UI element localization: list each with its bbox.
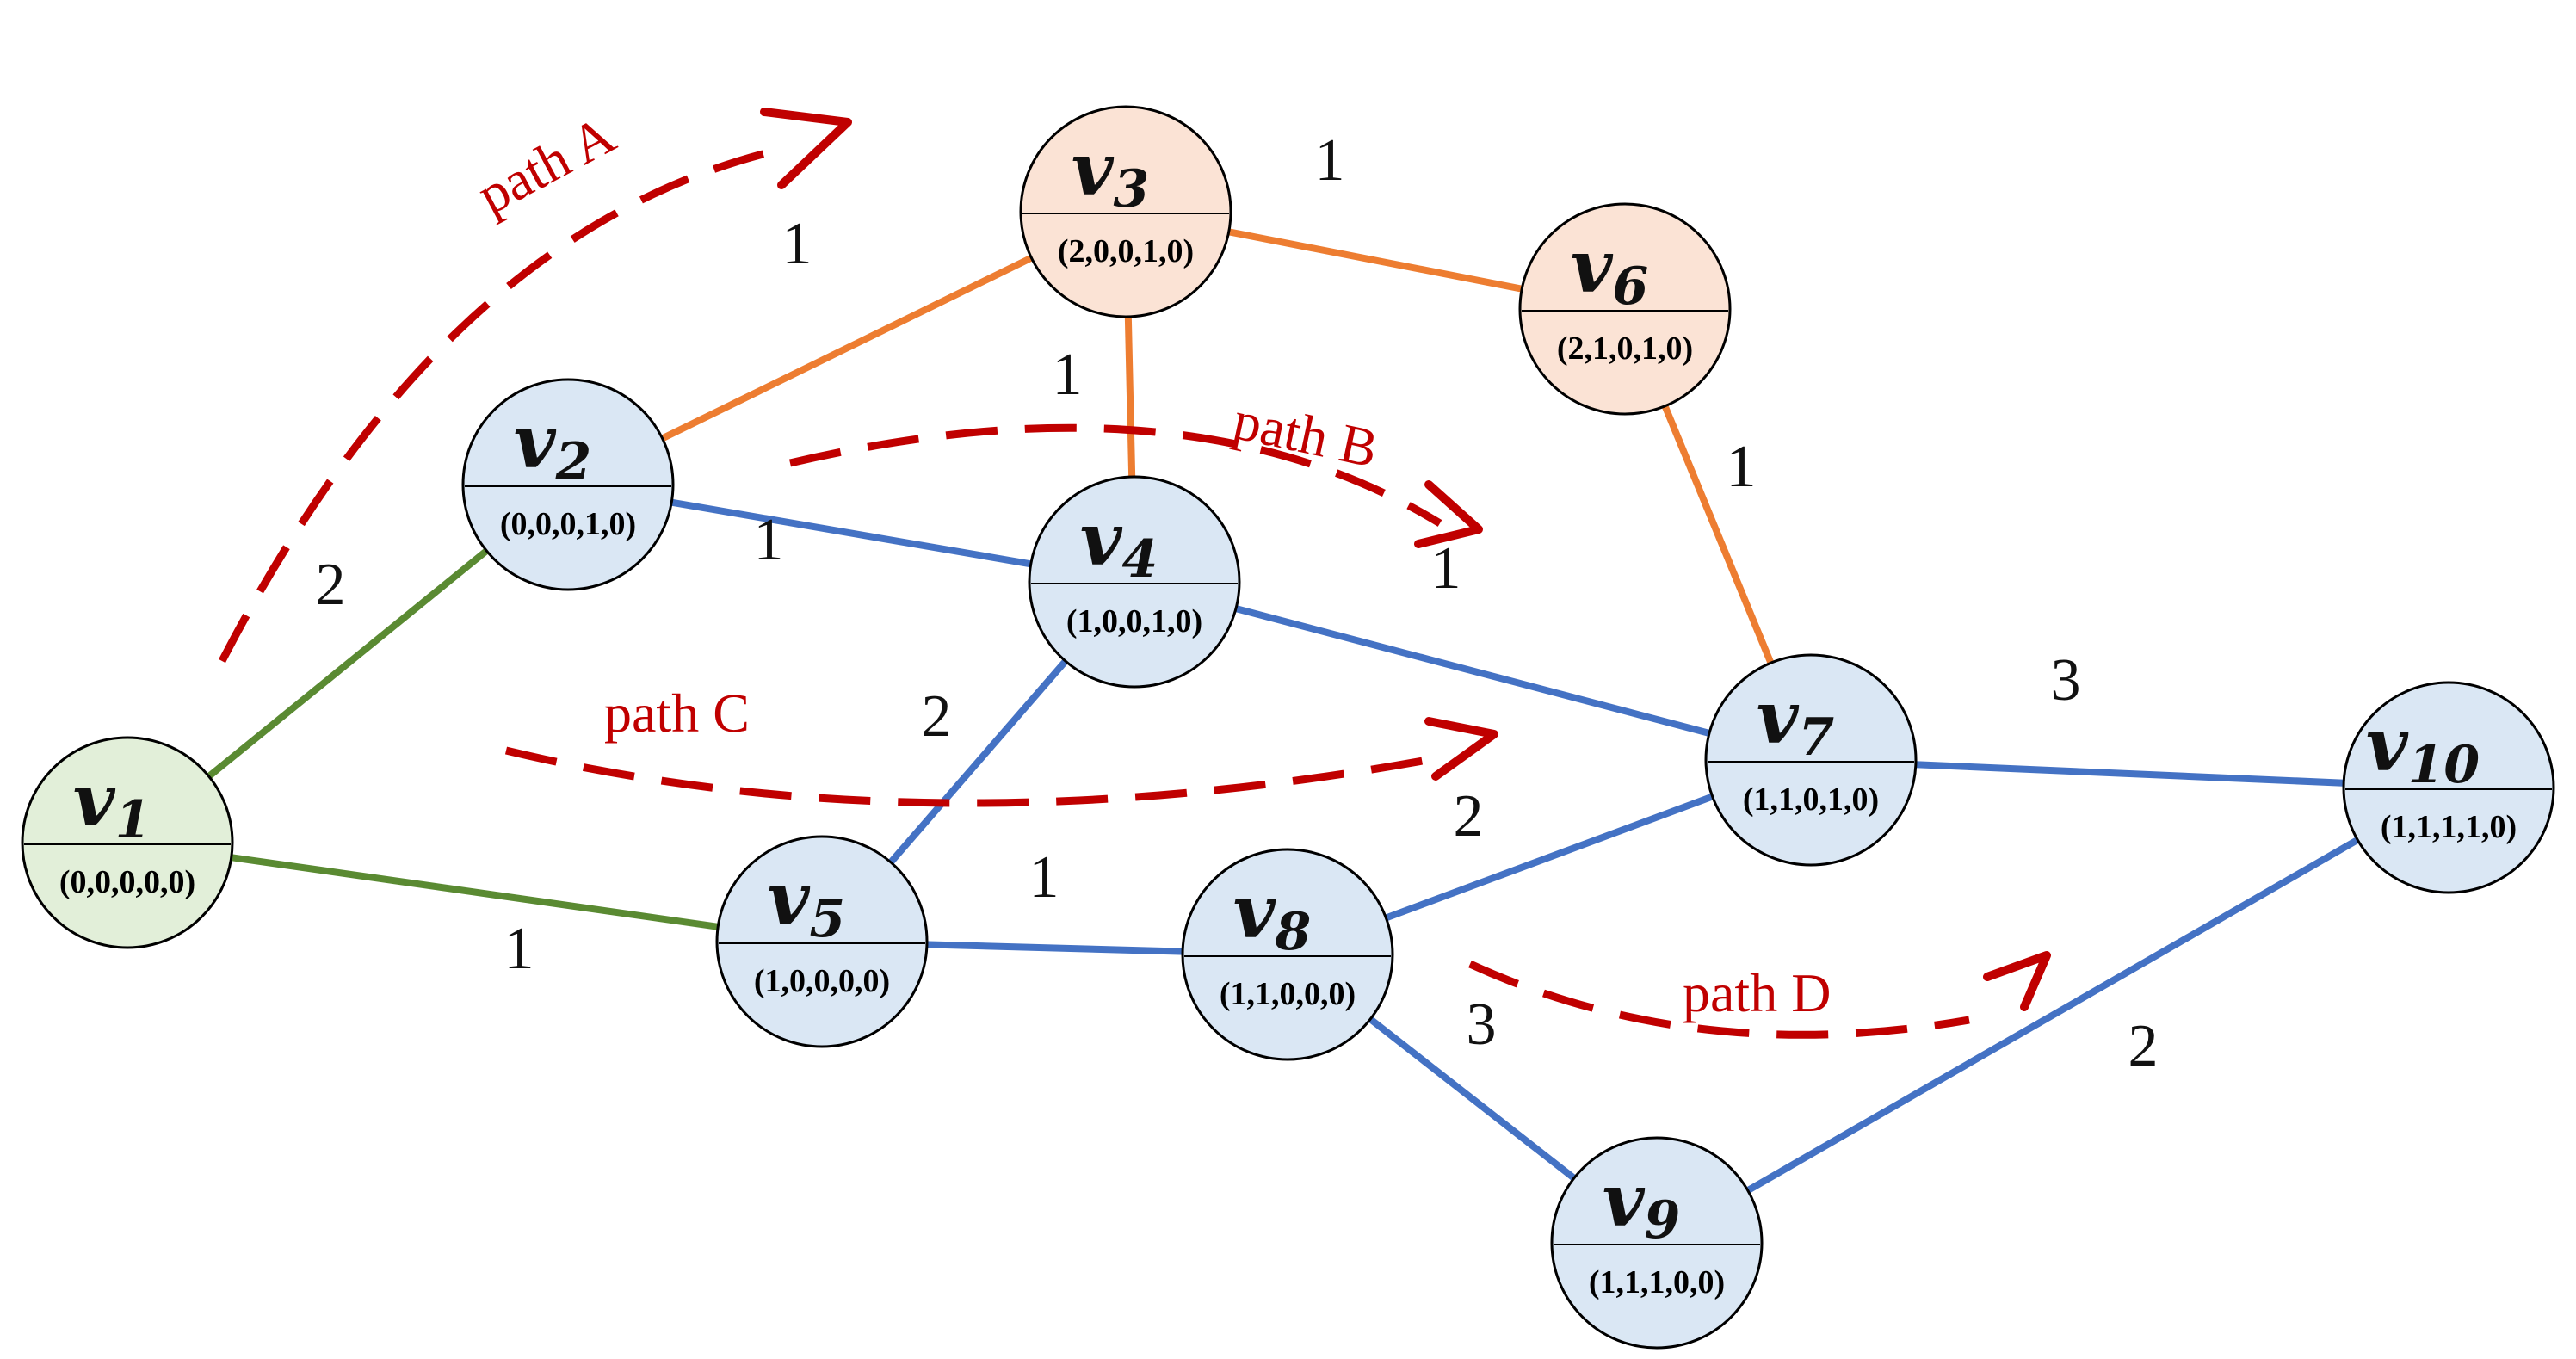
edge-weight-v8-v9: 3: [1467, 991, 1497, 1058]
node-label-v3: v3: [1072, 127, 1150, 219]
nodes-layer: v1(0,0,0,0,0)v2(0,0,0,1,0)v3(2,0,0,1,0)v…: [21, 105, 2555, 1350]
node-label-v7: v7: [1757, 675, 1835, 768]
node-label-v1: v1: [73, 757, 151, 850]
edge-weight-v4-v5: 2: [922, 683, 952, 750]
node-vector-v9: (1,1,1,0,0): [1589, 1264, 1725, 1300]
node-vector-v5: (1,0,0,0,0): [754, 963, 890, 999]
node-label-v2: v2: [514, 399, 592, 492]
path-d-label: path D: [1683, 962, 1831, 1023]
path-c-arrowhead: [1424, 717, 1498, 781]
node-vector-v7: (1,1,0,1,0): [1743, 781, 1879, 818]
edge-weight-v3-v4: 1: [1053, 342, 1083, 408]
edge-weight-v9-v10: 2: [2128, 1013, 2159, 1079]
edge-weight-v4-v7: 1: [1431, 535, 1461, 602]
path-a-arrow: [219, 144, 788, 664]
edge-weight-v5-v8: 1: [1029, 844, 1059, 911]
path-d-arrow: [1468, 960, 1970, 1039]
path-a-label: path A: [467, 103, 624, 225]
node-v9: v9 (1,1,1,0,0): [1550, 1136, 1764, 1350]
edge-weight-v7-v10: 3: [2051, 647, 2081, 713]
node-vector-v1: (0,0,0,0,0): [59, 864, 195, 900]
node-v10: v10 (1,1,1,1,0): [2342, 681, 2555, 894]
path-b-arrowhead: [1414, 480, 1483, 548]
node-vector-v3: (2,0,0,1,0): [1058, 233, 1194, 269]
edge-weight-v1-v2: 2: [316, 552, 346, 618]
node-circle-v7: [1704, 653, 1918, 867]
node-v8: v8 (1,1,0,0,0): [1181, 848, 1394, 1061]
node-v3: v3 (2,0,0,1,0): [1019, 105, 1232, 318]
edge-weight-v3-v6: 1: [1315, 127, 1345, 194]
node-vector-v8: (1,1,0,0,0): [1220, 976, 1356, 1012]
edges-layer: 2 1 1 1 1 1 1 1 2 1 2 3 3 2: [125, 127, 2450, 1246]
node-circle-v8: [1181, 848, 1394, 1061]
edge-v4-v7: [1133, 578, 1813, 763]
node-label-v9: v9: [1603, 1158, 1681, 1251]
node-circle-v10: [2342, 681, 2555, 894]
path-d-arrowhead: [1983, 951, 2051, 1011]
edge-weight-v1-v5: 1: [504, 916, 534, 982]
node-label-v5: v5: [768, 856, 846, 949]
edge-weight-v8-v7: 2: [1454, 783, 1484, 849]
node-v1: v1 (0,0,0,0,0): [21, 736, 234, 949]
path-c-label: path C: [604, 683, 750, 744]
node-label-v10: v10: [2366, 702, 2480, 795]
node-v6: v6 (2,1,0,1,0): [1518, 202, 1732, 416]
edge-weight-v2-v3: 1: [782, 211, 812, 277]
node-vector-v10: (1,1,1,1,0): [2381, 809, 2517, 845]
node-vector-v4: (1,0,0,1,0): [1066, 603, 1202, 639]
node-circle-v5: [715, 835, 929, 1048]
node-v7: v7 (1,1,0,1,0): [1704, 653, 1918, 867]
node-circle-v4: [1028, 475, 1241, 689]
edge-weight-v2-v4: 1: [754, 507, 784, 573]
path-a-arrowhead: [760, 108, 852, 189]
edge-weight-v6-v7: 1: [1727, 434, 1757, 500]
node-circle-v2: [461, 378, 675, 591]
node-vector-v2: (0,0,0,1,0): [500, 506, 636, 542]
edge-v1-v5: [127, 839, 823, 945]
node-vector-v6: (2,1,0,1,0): [1557, 330, 1693, 367]
node-circle-v1: [21, 736, 234, 949]
node-circle-v9: [1550, 1136, 1764, 1350]
path-c-arrow: [504, 746, 1442, 807]
node-label-v4: v4: [1080, 497, 1158, 590]
node-circle-v6: [1518, 202, 1732, 416]
node-label-v6: v6: [1571, 224, 1649, 317]
node-v2: v2 (0,0,0,1,0): [461, 378, 675, 591]
path-b-arrow: [788, 423, 1442, 527]
edge-v9-v10: [1655, 784, 2450, 1246]
node-v4: v4 (1,0,0,1,0): [1028, 475, 1241, 689]
node-circle-v3: [1019, 105, 1232, 318]
edge-v7-v10: [1810, 757, 2449, 791]
node-label-v8: v8: [1233, 869, 1312, 962]
node-v5: v5 (1,0,0,0,0): [715, 835, 929, 1048]
